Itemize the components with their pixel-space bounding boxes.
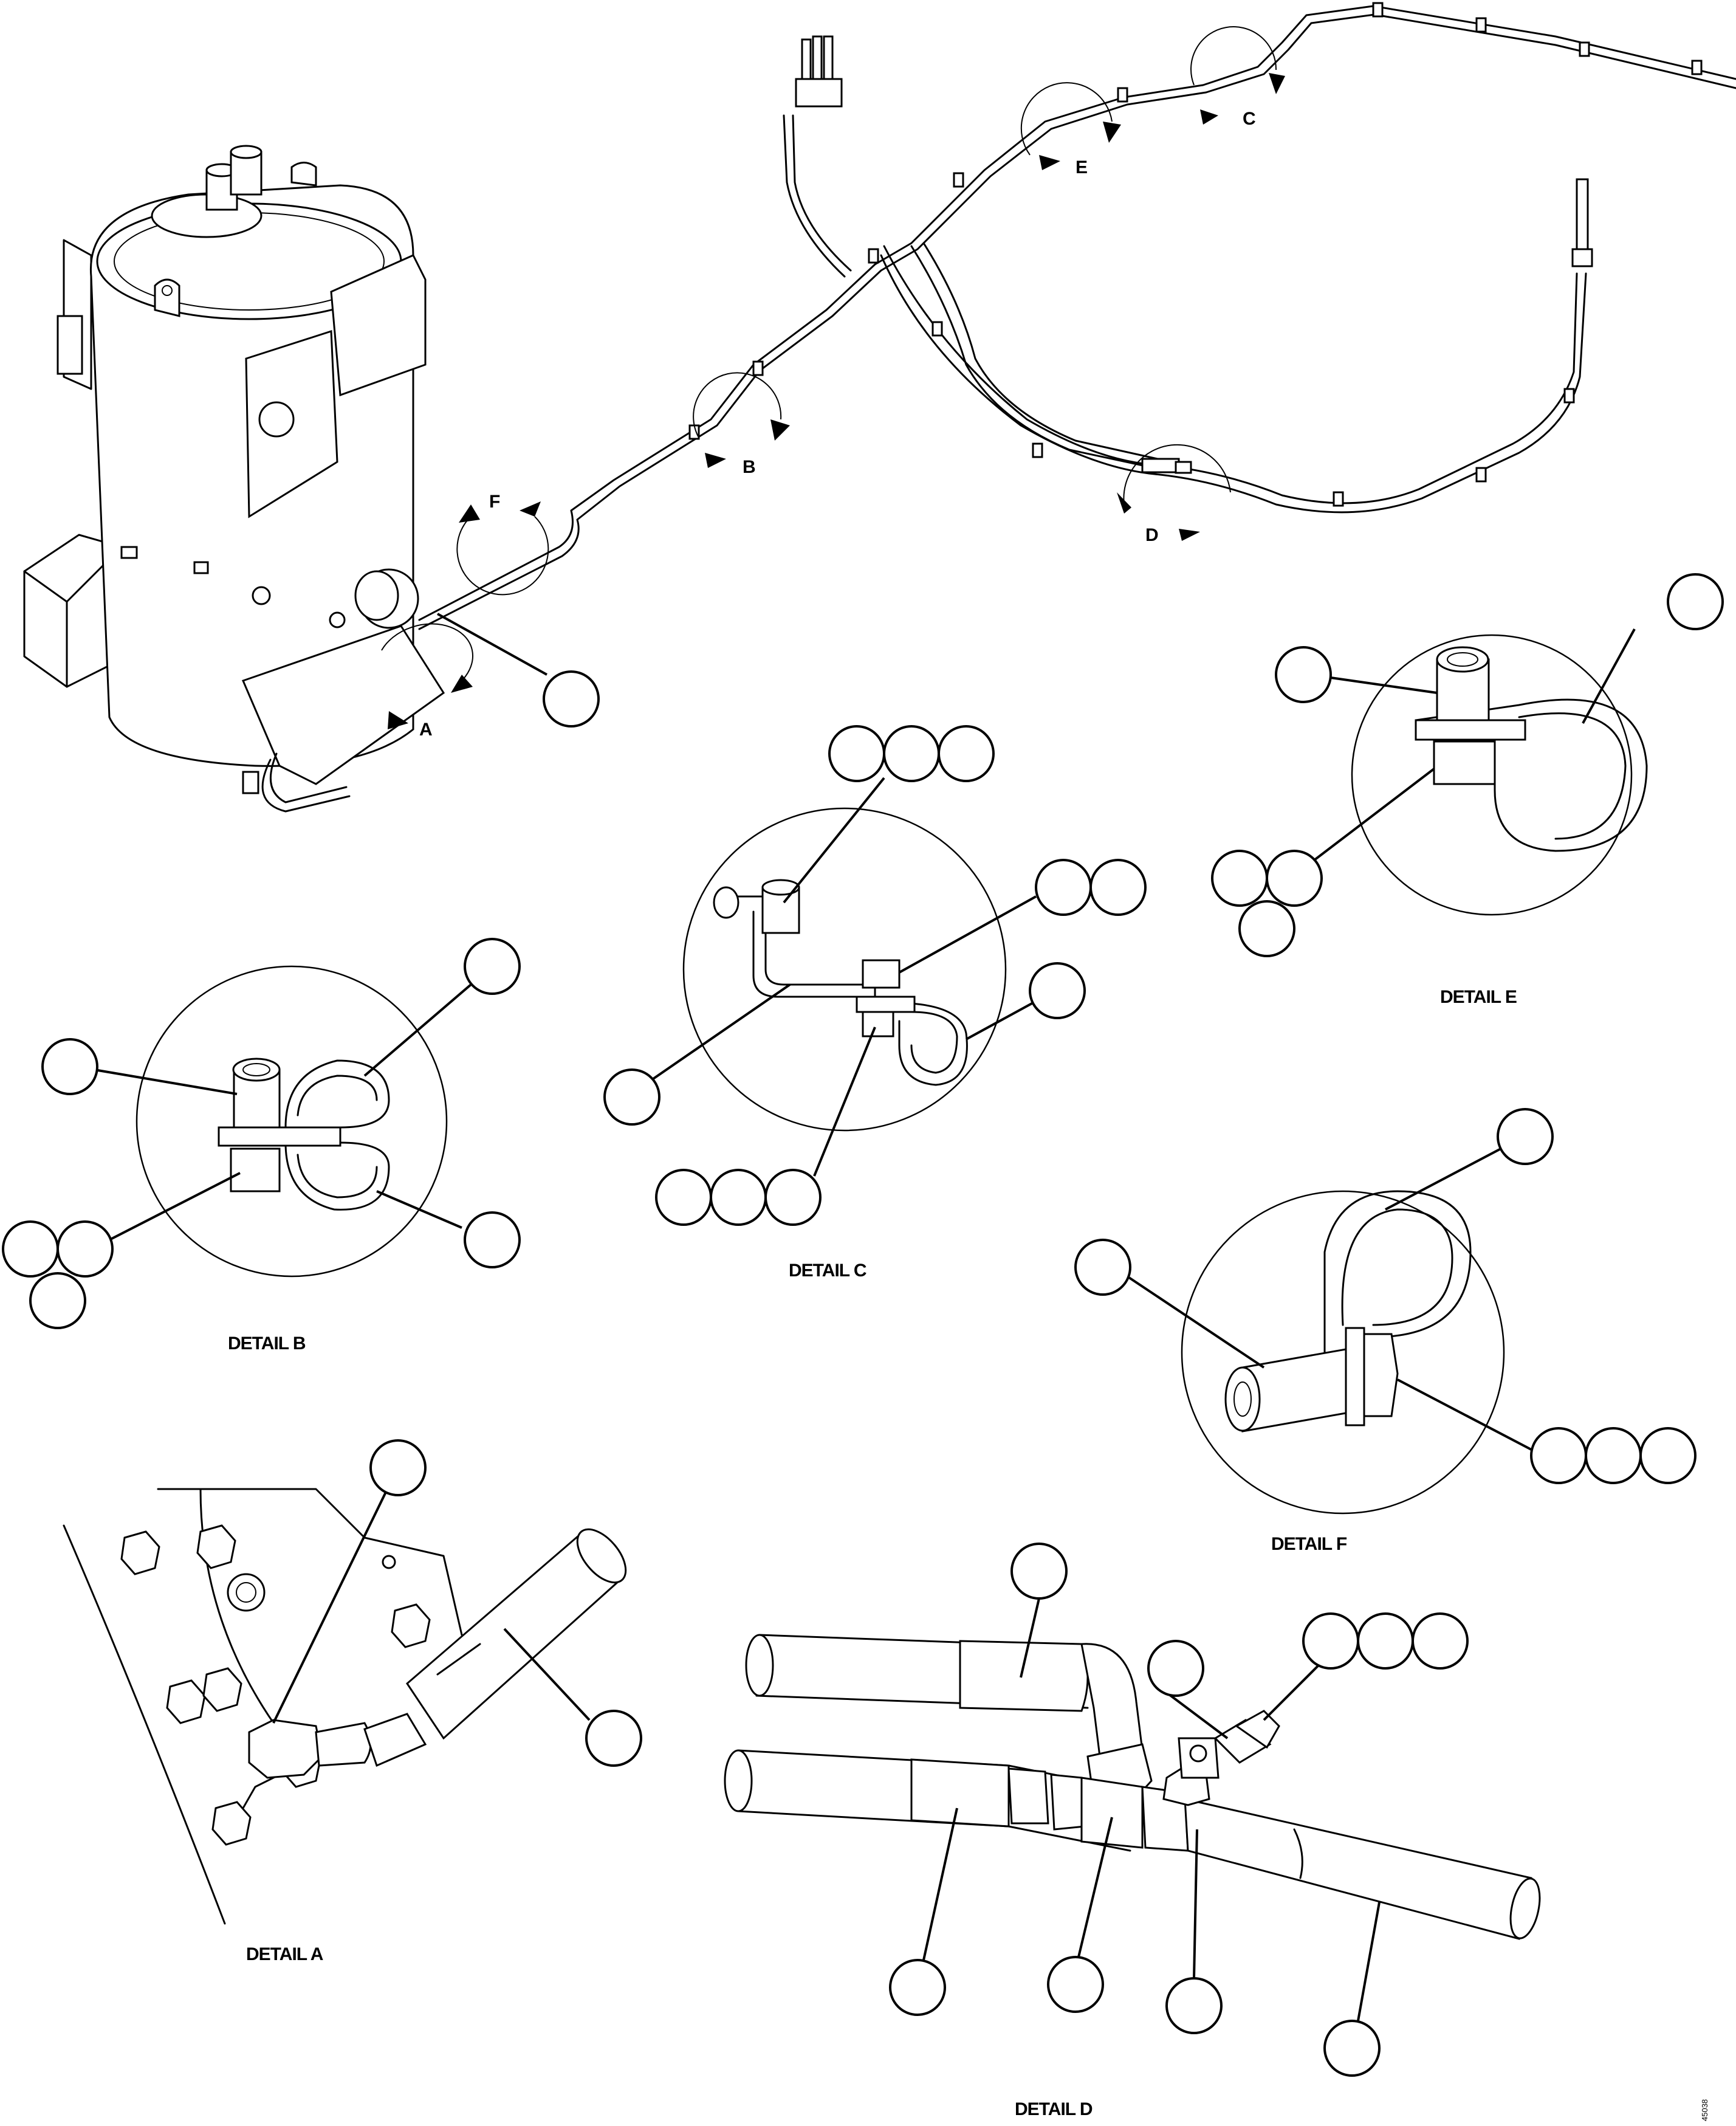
callout-a: A <box>419 720 433 740</box>
callout-e: E <box>1076 157 1088 177</box>
callout-b: B <box>743 457 756 477</box>
detail-c: DETAIL C <box>603 725 1147 1281</box>
detail-d: DETAIL D <box>724 1543 1541 2119</box>
callout-d: D <box>1145 525 1159 545</box>
drawing-number: 45038 <box>1700 2099 1709 2121</box>
bolt-heads <box>120 1524 431 1846</box>
detail-a: DETAIL A <box>63 1439 642 1964</box>
detail-c-title: DETAIL C <box>789 1261 866 1281</box>
detail-e: DETAIL E <box>1211 573 1724 1007</box>
detail-b: DETAIL B <box>2 938 521 1354</box>
hose-routing <box>418 2 1736 630</box>
callout-c: C <box>1243 109 1256 129</box>
detail-f: DETAIL F <box>1074 1108 1697 1554</box>
detail-e-title: DETAIL E <box>1440 987 1517 1007</box>
view-callouts: A B C D E F <box>381 26 1285 740</box>
tank-assembly <box>23 145 445 813</box>
detail-d-title: DETAIL D <box>1015 2099 1093 2119</box>
detail-b-title: DETAIL B <box>228 1333 306 1354</box>
main-balloon <box>437 613 600 728</box>
detail-f-title: DETAIL F <box>1271 1534 1347 1554</box>
detail-a-title: DETAIL A <box>246 1944 323 1964</box>
callout-f: F <box>489 492 500 512</box>
